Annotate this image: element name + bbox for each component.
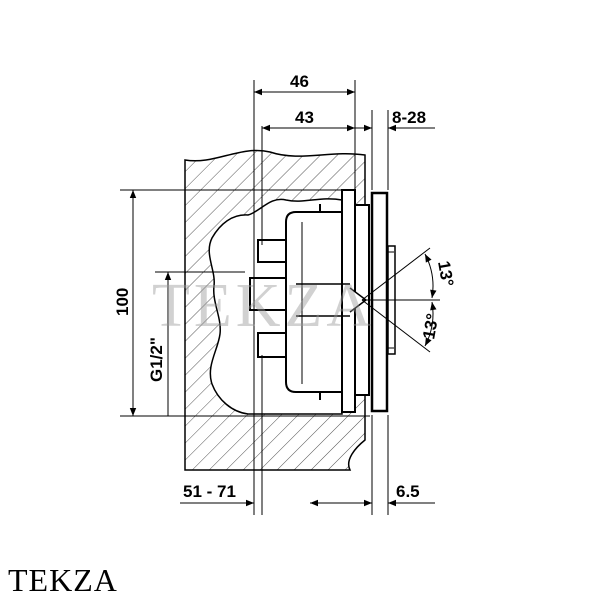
dim-43-label: 43: [295, 108, 314, 127]
dim-6-5-label: 6.5: [396, 482, 420, 501]
angle-upper-label: 13°: [434, 259, 457, 288]
brand-label: TEKZA: [8, 562, 118, 598]
dim-51-71-label: 51 - 71: [183, 482, 236, 501]
dim-46-label: 46: [290, 72, 309, 91]
angle-lower-label: 13°: [419, 312, 442, 341]
watermark-text: TEKZA: [152, 272, 375, 340]
valve-body: [249, 189, 370, 413]
inlet-port-middle: [249, 277, 289, 311]
dimension-lines: [120, 80, 440, 515]
dim-100-label: 100: [113, 288, 132, 316]
dim-8-28-label: 8-28: [392, 108, 426, 127]
angle-arc-lower: [424, 301, 437, 347]
cover-plate: [370, 191, 396, 413]
dim-g12-label: G1/2": [147, 337, 166, 382]
cover-plate-face: [370, 191, 389, 413]
dimension-labels: 46 43 8-28 100 G1/2" 51 - 71 6.5 13° 13°: [113, 72, 457, 501]
angle-arc-upper: [424, 253, 437, 299]
